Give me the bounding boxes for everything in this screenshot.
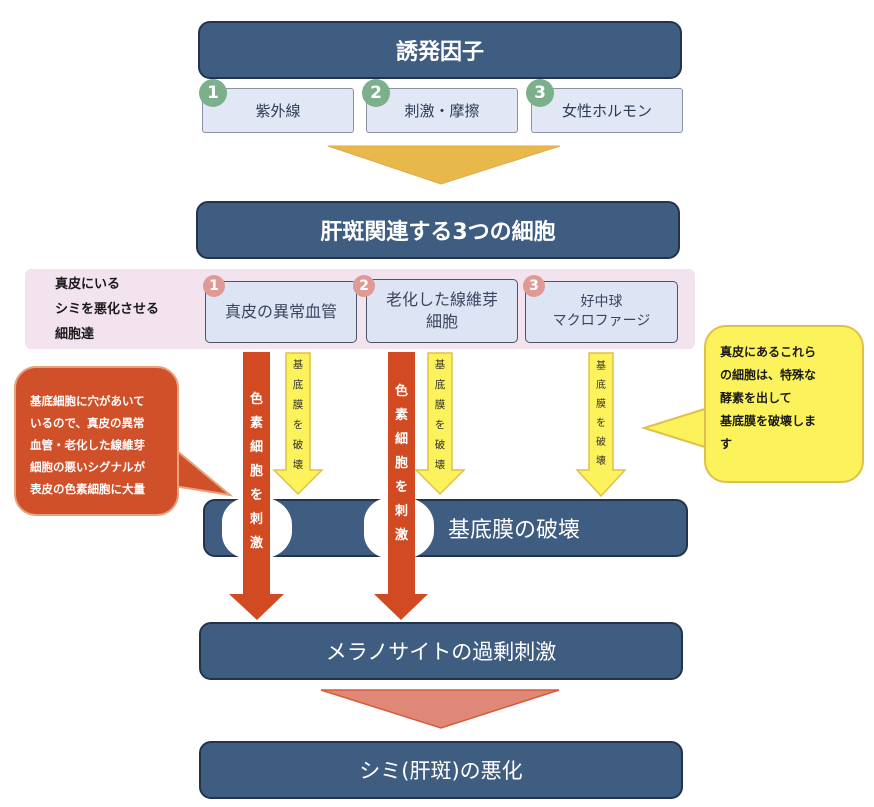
cell-number-badge: 3	[523, 275, 545, 297]
factor-female-hormone: 女性ホルモン	[531, 88, 683, 133]
three-cells-header: 肝斑関連する3つの細胞	[196, 201, 680, 259]
result-label: シミ(肝斑)の悪化	[359, 759, 523, 783]
cell-number-badge: 1	[203, 275, 225, 297]
three-cells-title: 肝斑関連する3つの細胞	[320, 220, 556, 245]
yellow-arrow-down-icon	[575, 352, 627, 498]
red-arrow-text: 色 素 細 胞 を 刺 激	[394, 384, 408, 543]
yellow-arrow-down-icon	[414, 352, 466, 496]
salmon-chevron-down-icon	[320, 689, 560, 729]
melanocyte-label: メラノサイトの過剰刺激	[325, 640, 557, 664]
gold-chevron-down-icon	[327, 145, 561, 185]
yellow-arrow-text: 基 底 膜 を 破 壊	[596, 361, 606, 467]
factor-number-badge: 3	[526, 79, 554, 107]
yellow-arrow-text: 基 底 膜 を 破 壊	[434, 359, 446, 471]
factor-label: 刺激・摩擦	[404, 102, 480, 120]
dermis-cells-side-label: 真皮にいる シミを悪化させる 細胞達	[55, 277, 160, 342]
factor-uv: 紫外線	[202, 88, 354, 133]
red-arrow-down-icon	[374, 352, 428, 620]
factor-number-badge: 2	[362, 79, 390, 107]
factor-friction: 刺激・摩擦	[366, 88, 518, 133]
factor-label: 女性ホルモン	[561, 102, 652, 120]
factor-label: 紫外線	[255, 102, 301, 120]
cell-abnormal-vessels: 真皮の異常血管	[205, 281, 357, 343]
spot-worsening-box: シミ(肝斑)の悪化	[199, 741, 683, 799]
red-arrow-text: 色 素 細 胞 を 刺 激	[249, 392, 263, 551]
cell-neutrophil-macrophage: 好中球 マクロファージ	[525, 281, 678, 343]
yellow-callout-bubble: 真皮にあるこれら の細胞は、特殊な 酵素を出して 基底膜を破壊しま す	[704, 325, 864, 483]
yellow-arrow-down-icon	[272, 352, 324, 496]
trigger-factors-header: 誘発因子	[198, 21, 682, 79]
red-arrow-down-icon	[229, 352, 284, 620]
yellow-arrow-text: 基 底 膜 を 破 壊	[292, 359, 304, 471]
factor-number-badge: 1	[199, 79, 227, 107]
basement-membrane-label: 基底膜の破壊	[448, 518, 581, 543]
cell-number-badge: 2	[353, 275, 375, 297]
trigger-factors-title: 誘発因子	[395, 40, 484, 65]
cell-aged-fibroblasts: 老化した線維芽 細胞	[366, 279, 518, 343]
melanocyte-overstimulation-box: メラノサイトの過剰刺激	[199, 622, 683, 680]
red-callout-bubble: 基底細胞に穴があいて いるので、真皮の異常 血管・老化した線維芽 細胞の悪いシグ…	[14, 366, 179, 516]
